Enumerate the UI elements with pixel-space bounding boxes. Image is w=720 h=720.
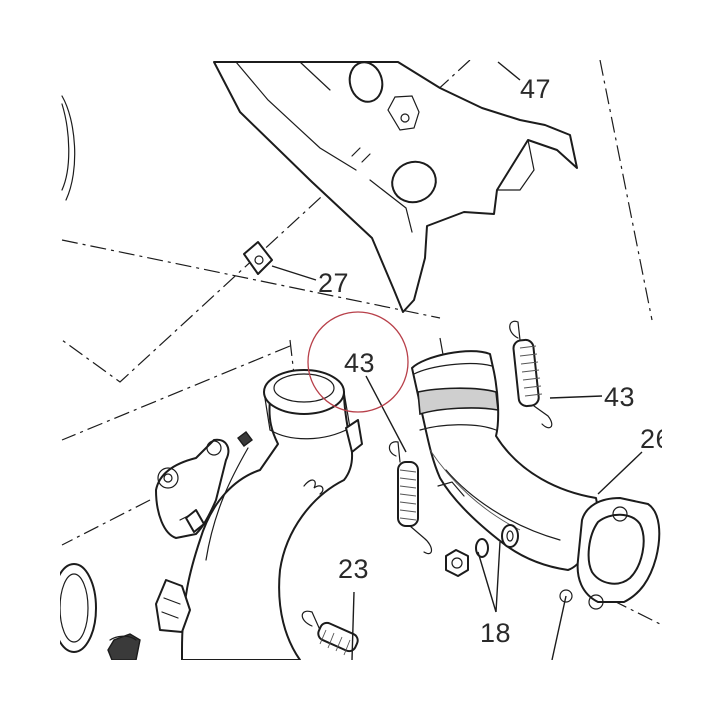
- callout-43-right: 43: [604, 382, 635, 412]
- spring-43-right: [509, 320, 553, 429]
- spring-23: [301, 610, 359, 656]
- left-exhaust-pipe: [107, 369, 363, 661]
- spring-43-left: [388, 441, 433, 555]
- clip-part-27: [243, 241, 273, 275]
- callout-47: 47: [520, 74, 551, 104]
- left-edge-fragments: [51, 95, 97, 653]
- callout-43-left: 43: [344, 348, 375, 378]
- highlight-circle: [307, 311, 409, 413]
- callout-18: 18: [480, 618, 511, 648]
- leader-lines: [271, 61, 643, 661]
- washer-set-part-18: [445, 524, 519, 577]
- callout-23: 23: [338, 554, 369, 584]
- callout-27: 27: [318, 268, 349, 298]
- right-exhaust-pipe-part-26: [411, 350, 661, 610]
- heat-shield-bracket: [213, 61, 578, 313]
